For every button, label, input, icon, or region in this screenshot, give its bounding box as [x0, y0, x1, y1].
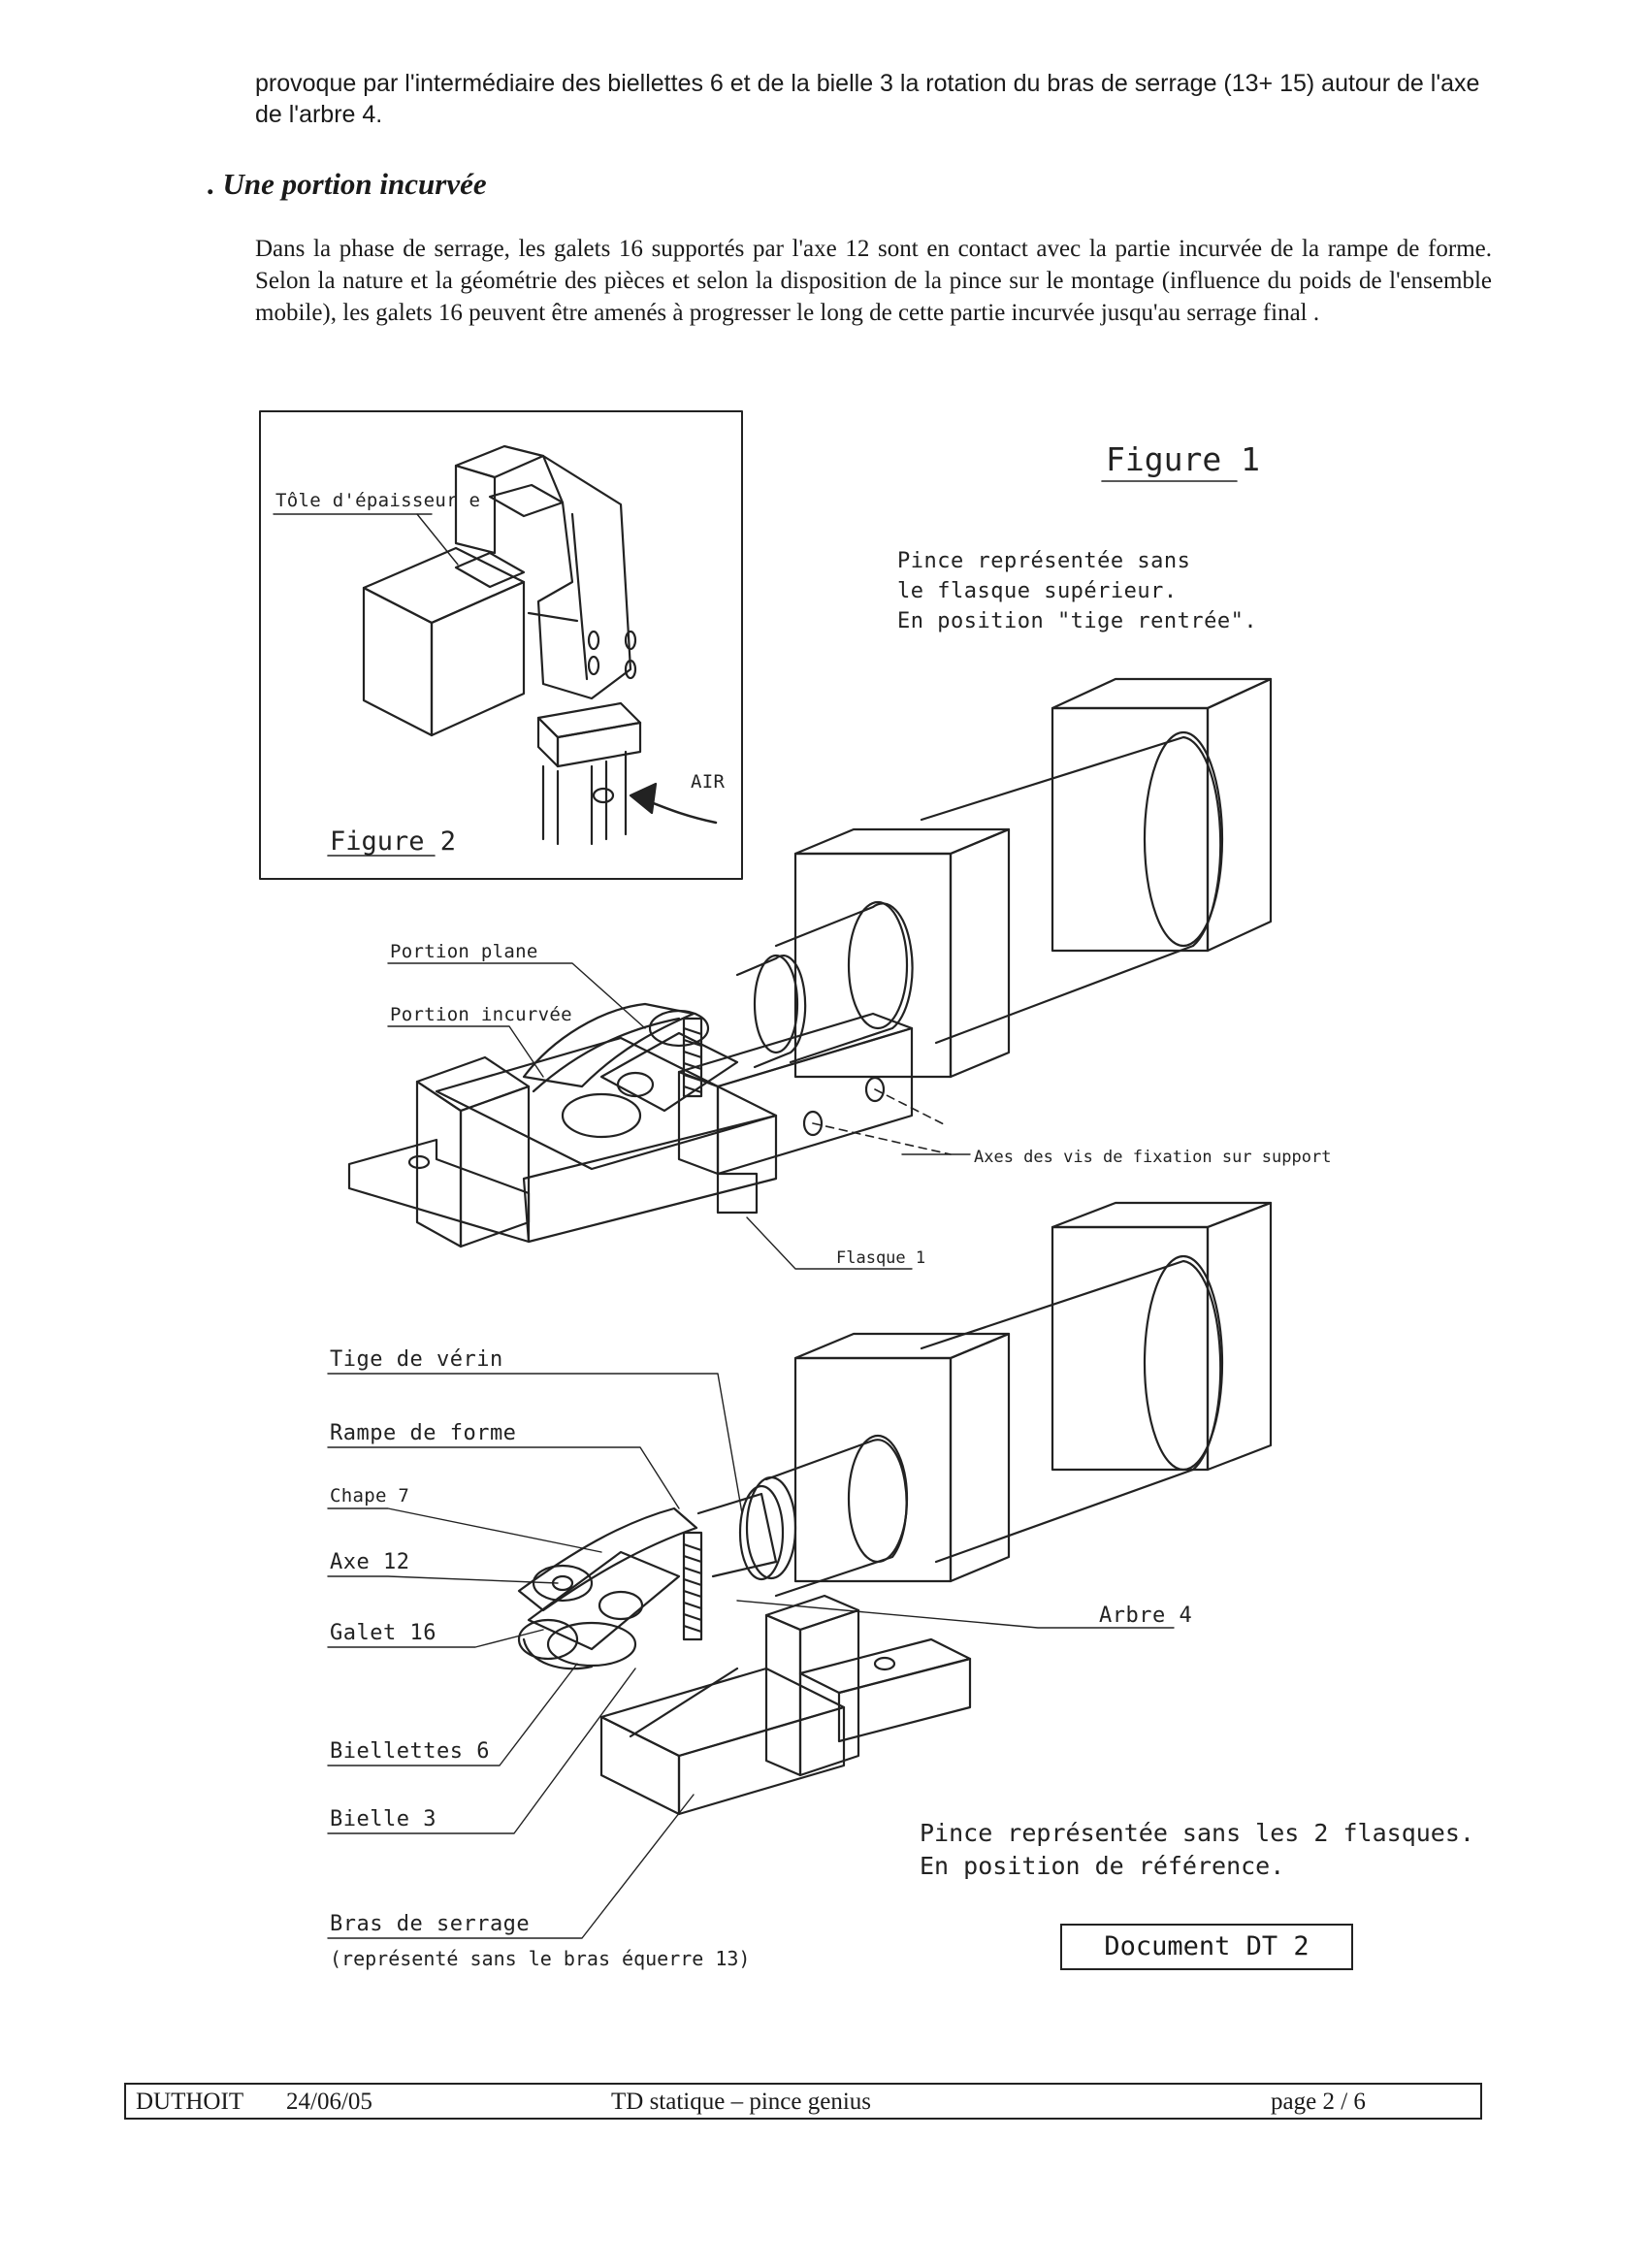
label-axes-vis: Axes des vis de fixation sur support	[974, 1148, 1331, 1167]
label-chape: Chape 7	[330, 1485, 409, 1507]
document-tag: Document DT 2	[1060, 1924, 1353, 1970]
body-paragraph: Dans la phase de serrage, les galets 16 …	[255, 236, 1492, 326]
page-footer: DUTHOIT 24/06/05 TD statique – pince gen…	[124, 2083, 1482, 2120]
figure1-caption-line-1: Pince représentée sans	[897, 549, 1190, 573]
footer-date: 24/06/05	[286, 2089, 372, 2115]
figure2-frame	[259, 410, 743, 880]
figure3-caption-line-1: Pince représentée sans les 2 flasques.	[920, 1819, 1474, 1847]
figure2-sketch	[362, 444, 718, 846]
intro-paragraph: provoque par l'intermédiaire des biellet…	[255, 70, 1480, 128]
footer-page: page 2 / 6	[1271, 2089, 1366, 2115]
label-bras: Bras de serrage	[330, 1912, 530, 1936]
figure1-title: Figure 1	[1106, 440, 1260, 478]
label-axe: Axe 12	[330, 1550, 409, 1574]
label-bielle: Bielle 3	[330, 1807, 436, 1831]
tole-label: Tôle d'épaisseur e	[275, 490, 480, 511]
label-portion-incurvee: Portion incurvée	[390, 1004, 572, 1025]
figure3-sketch	[517, 1201, 1273, 1816]
label-tige: Tige de vérin	[330, 1347, 503, 1372]
label-arbre: Arbre 4	[1099, 1604, 1192, 1628]
figure2-title: Figure 2	[330, 826, 456, 857]
figure1-sketch	[347, 677, 1273, 1248]
label-galet: Galet 16	[330, 1621, 436, 1645]
footer-author: DUTHOIT	[136, 2089, 244, 2115]
section-heading: . Une portion incurvée	[208, 167, 487, 201]
figure1-caption-line-2: le flasque supérieur.	[897, 579, 1178, 603]
label-biellettes: Biellettes 6	[330, 1739, 490, 1764]
air-label: AIR	[691, 771, 725, 793]
figure1-caption-line-3: En position "tige rentrée".	[897, 609, 1257, 633]
label-bras-note: (représenté sans le bras équerre 13)	[330, 1947, 750, 1970]
label-flasque: Flasque 1	[836, 1248, 925, 1268]
label-rampe: Rampe de forme	[330, 1421, 516, 1445]
footer-title: TD statique – pince genius	[611, 2089, 871, 2115]
figure3-caption-line-2: En position de référence.	[920, 1852, 1284, 1880]
label-portion-plane: Portion plane	[390, 941, 538, 962]
